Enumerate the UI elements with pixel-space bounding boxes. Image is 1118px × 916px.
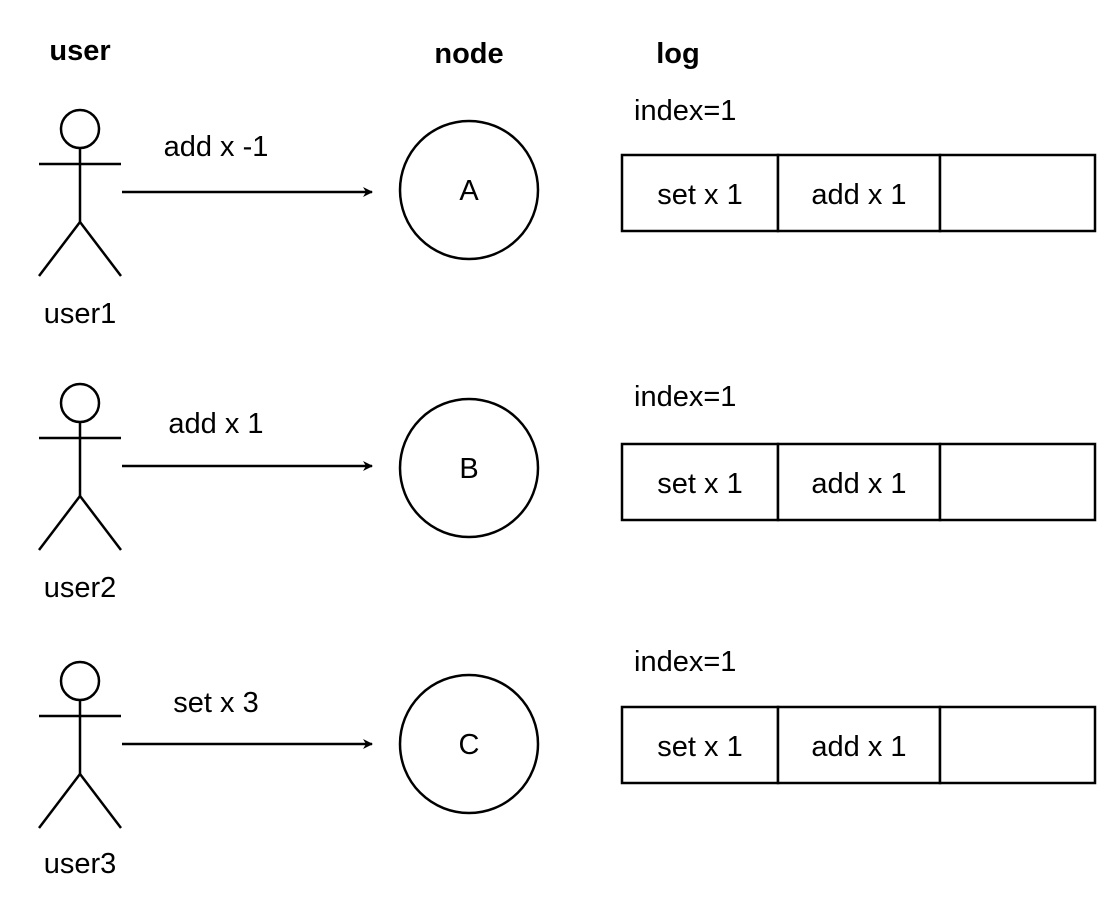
command-label: set x 3: [173, 687, 258, 719]
user-label: user3: [44, 848, 117, 880]
log-index-label: index=1: [634, 381, 736, 413]
node-label: B: [459, 453, 478, 485]
log-entry: add x 1: [811, 731, 906, 763]
log-entry: add x 1: [811, 179, 906, 211]
log-entry: set x 1: [657, 179, 742, 211]
diagram-row-2: user2 add x 1 B index=1 set x 1 add x 1: [38, 381, 1097, 604]
node-circle: [398, 397, 540, 539]
stick-figure-icon: [38, 660, 122, 829]
diagram-row-1: user1 add x -1 A index=1 set x 1 add x 1: [38, 95, 1097, 330]
log-entry: add x 1: [811, 468, 906, 500]
user-label: user2: [44, 572, 117, 604]
log-entries: set x 1 add x 1: [620, 153, 1097, 233]
node-circle: [398, 119, 540, 261]
log-entry: set x 1: [657, 731, 742, 763]
node-label: C: [459, 729, 480, 761]
stick-figure-icon: [38, 108, 122, 277]
user-column-header: user: [49, 35, 110, 67]
log-entry: set x 1: [657, 468, 742, 500]
stick-figure-icon: [38, 382, 122, 551]
user-label: user1: [44, 298, 117, 330]
log-column-header: log: [656, 38, 700, 70]
command-label: add x -1: [164, 131, 269, 163]
log-entries: set x 1 add x 1: [620, 442, 1097, 522]
node-circle: [398, 673, 540, 815]
node-column-header: node: [434, 38, 503, 70]
log-index-label: index=1: [634, 646, 736, 678]
command-label: add x 1: [168, 408, 263, 440]
log-index-label: index=1: [634, 95, 736, 127]
log-entries: set x 1 add x 1: [620, 705, 1097, 785]
diagram-row-3: user3 set x 3 C index=1 set x 1 add x 1: [38, 646, 1097, 880]
node-label: A: [459, 175, 479, 207]
